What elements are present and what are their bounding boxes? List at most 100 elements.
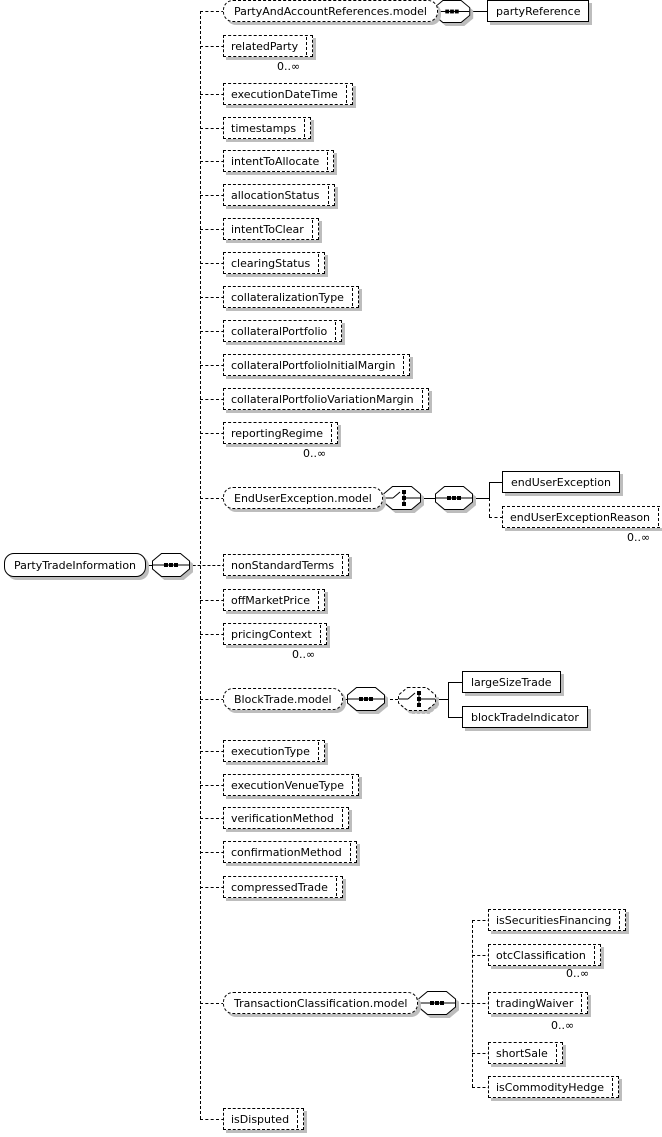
node-BlockTrade-model[interactable]: BlockTrade.model: [223, 688, 343, 710]
optional-marker-line: [318, 254, 320, 272]
branch-stub-line: [200, 785, 235, 786]
connector-line: [489, 498, 490, 517]
node-label: partyReference: [496, 4, 581, 18]
node-endUserException[interactable]: endUserException: [502, 471, 620, 493]
node-label: blockTradeIndicator: [471, 710, 579, 724]
optional-marker-line: [581, 994, 583, 1012]
branch-stub-line: [472, 1087, 496, 1088]
node-verificationMethod[interactable]: verificationMethod: [223, 807, 349, 829]
node-label: executionType: [231, 744, 310, 758]
node-label: isCommodityHedge: [496, 1080, 604, 1094]
node-label: executionDateTime: [231, 87, 338, 101]
optional-marker-line: [658, 508, 660, 526]
optional-marker-line: [317, 591, 319, 609]
branch-stub-line: [200, 229, 235, 230]
node-EndUserException-model[interactable]: EndUserException.model: [223, 487, 383, 509]
branch-stub-line: [200, 852, 235, 853]
node-label: collateralPortfolioInitialMargin: [231, 358, 396, 372]
node-collateralPortfolioVariationMargin[interactable]: collateralPortfolioVariationMargin: [223, 388, 429, 410]
connector-line: [489, 482, 503, 483]
branch-stub-line: [200, 263, 235, 264]
node-label: isSecuritiesFinancing: [496, 913, 612, 927]
connector-line: [436, 699, 449, 700]
connector-line: [448, 717, 463, 718]
branch-stub-line: [200, 1119, 235, 1120]
connector-line: [489, 482, 490, 499]
optional-marker-line: [341, 809, 343, 827]
node-PartyAndAccountReferences-model[interactable]: PartyAndAccountReferences.model: [223, 0, 438, 22]
node-label: intentToClear: [231, 222, 304, 236]
node-offMarketPrice[interactable]: offMarketPrice: [223, 589, 325, 611]
node-executionDateTime[interactable]: executionDateTime: [223, 83, 353, 105]
node-relatedParty[interactable]: relatedParty: [223, 35, 314, 57]
optional-marker-line: [327, 186, 329, 204]
node-shortSale[interactable]: shortSale: [488, 1042, 563, 1064]
node-allocationStatus[interactable]: allocationStatus: [223, 184, 335, 206]
optional-marker-line: [349, 843, 351, 861]
sequence-icon[interactable]: [435, 486, 473, 510]
node-label: timestamps: [231, 121, 297, 135]
node-intentToAllocate[interactable]: intentToAllocate: [223, 150, 335, 172]
optional-marker-line: [327, 152, 329, 170]
node-confirmationMethod[interactable]: confirmationMethod: [223, 841, 357, 863]
node-clearingStatus[interactable]: clearingStatus: [223, 252, 326, 274]
optional-marker-line: [612, 1078, 613, 1096]
node-otcClassification[interactable]: otcClassification: [488, 944, 601, 966]
node-label: compressedTrade: [231, 880, 328, 894]
sequence-icon[interactable]: [418, 991, 456, 1015]
node-collateralPortfolioInitialMargin[interactable]: collateralPortfolioInitialMargin: [223, 354, 411, 376]
branch-stub-line: [200, 128, 235, 129]
node-collateralizationType[interactable]: collateralizationType: [223, 286, 359, 308]
choice-icon[interactable]: [383, 486, 421, 510]
sequence-icon[interactable]: [347, 687, 385, 711]
node-intentToClear[interactable]: intentToClear: [223, 218, 319, 240]
node-label: clearingStatus: [231, 256, 311, 270]
node-PartyTradeInformation[interactable]: PartyTradeInformation: [4, 553, 147, 577]
node-executionType[interactable]: executionType: [223, 740, 325, 762]
node-endUserExceptionReason[interactable]: endUserExceptionReason: [502, 506, 662, 528]
connector-line: [489, 517, 503, 518]
branch-stub-line: [200, 161, 235, 162]
branch-stub-line: [200, 498, 235, 499]
sequence-icon[interactable]: [152, 553, 190, 577]
node-label: reportingRegime: [231, 426, 324, 440]
node-label: BlockTrade.model: [234, 692, 332, 706]
choice-icon[interactable]: [398, 687, 436, 711]
node-label: endUserException: [511, 475, 611, 489]
node-label: nonStandardTerms: [231, 558, 335, 572]
node-nonStandardTerms[interactable]: nonStandardTerms: [223, 554, 350, 576]
branch-stub-line: [200, 94, 235, 95]
optional-marker-line: [304, 119, 306, 137]
node-label: PartyAndAccountReferences.model: [234, 4, 427, 18]
optional-marker-line: [342, 556, 344, 574]
node-label: largeSizeTrade: [471, 675, 552, 689]
occurrence-label: 0..∞: [627, 531, 651, 544]
occurrence-label: 0..∞: [551, 1019, 575, 1032]
optional-marker-line: [297, 1110, 299, 1128]
node-largeSizeTrade[interactable]: largeSizeTrade: [462, 671, 561, 693]
node-partyReference[interactable]: partyReference: [487, 0, 590, 22]
node-timestamps[interactable]: timestamps: [223, 117, 312, 139]
node-isCommodityHedge[interactable]: isCommodityHedge: [488, 1076, 619, 1098]
node-isDisputed[interactable]: isDisputed: [223, 1108, 305, 1130]
node-blockTradeIndicator[interactable]: blockTradeIndicator: [462, 706, 588, 728]
optional-marker-line: [351, 288, 353, 306]
node-collateralPortfolio[interactable]: collateralPortfolio: [223, 320, 343, 342]
node-isSecuritiesFinancing[interactable]: isSecuritiesFinancing: [488, 909, 627, 931]
branch-stub-line: [200, 1003, 235, 1004]
occurrence-label: 0..∞: [277, 60, 301, 73]
node-label: intentToAllocate: [231, 154, 320, 168]
node-tradingWaiver[interactable]: tradingWaiver: [488, 992, 589, 1014]
node-TransactionClassification-model[interactable]: TransactionClassification.model: [223, 992, 419, 1014]
node-compressedTrade[interactable]: compressedTrade: [223, 876, 343, 898]
node-label: tradingWaiver: [496, 996, 574, 1010]
sequence-icon[interactable]: [433, 0, 471, 23]
node-label: relatedParty: [231, 39, 299, 53]
node-label: pricingContext: [231, 627, 312, 641]
node-pricingContext[interactable]: pricingContext: [223, 623, 327, 645]
node-executionVenueType[interactable]: executionVenueType: [223, 774, 360, 796]
node-reportingRegime[interactable]: reportingRegime: [223, 422, 339, 444]
connector-line: [456, 1003, 496, 1004]
branch-stub-line: [472, 955, 496, 956]
node-label: verificationMethod: [231, 811, 334, 825]
